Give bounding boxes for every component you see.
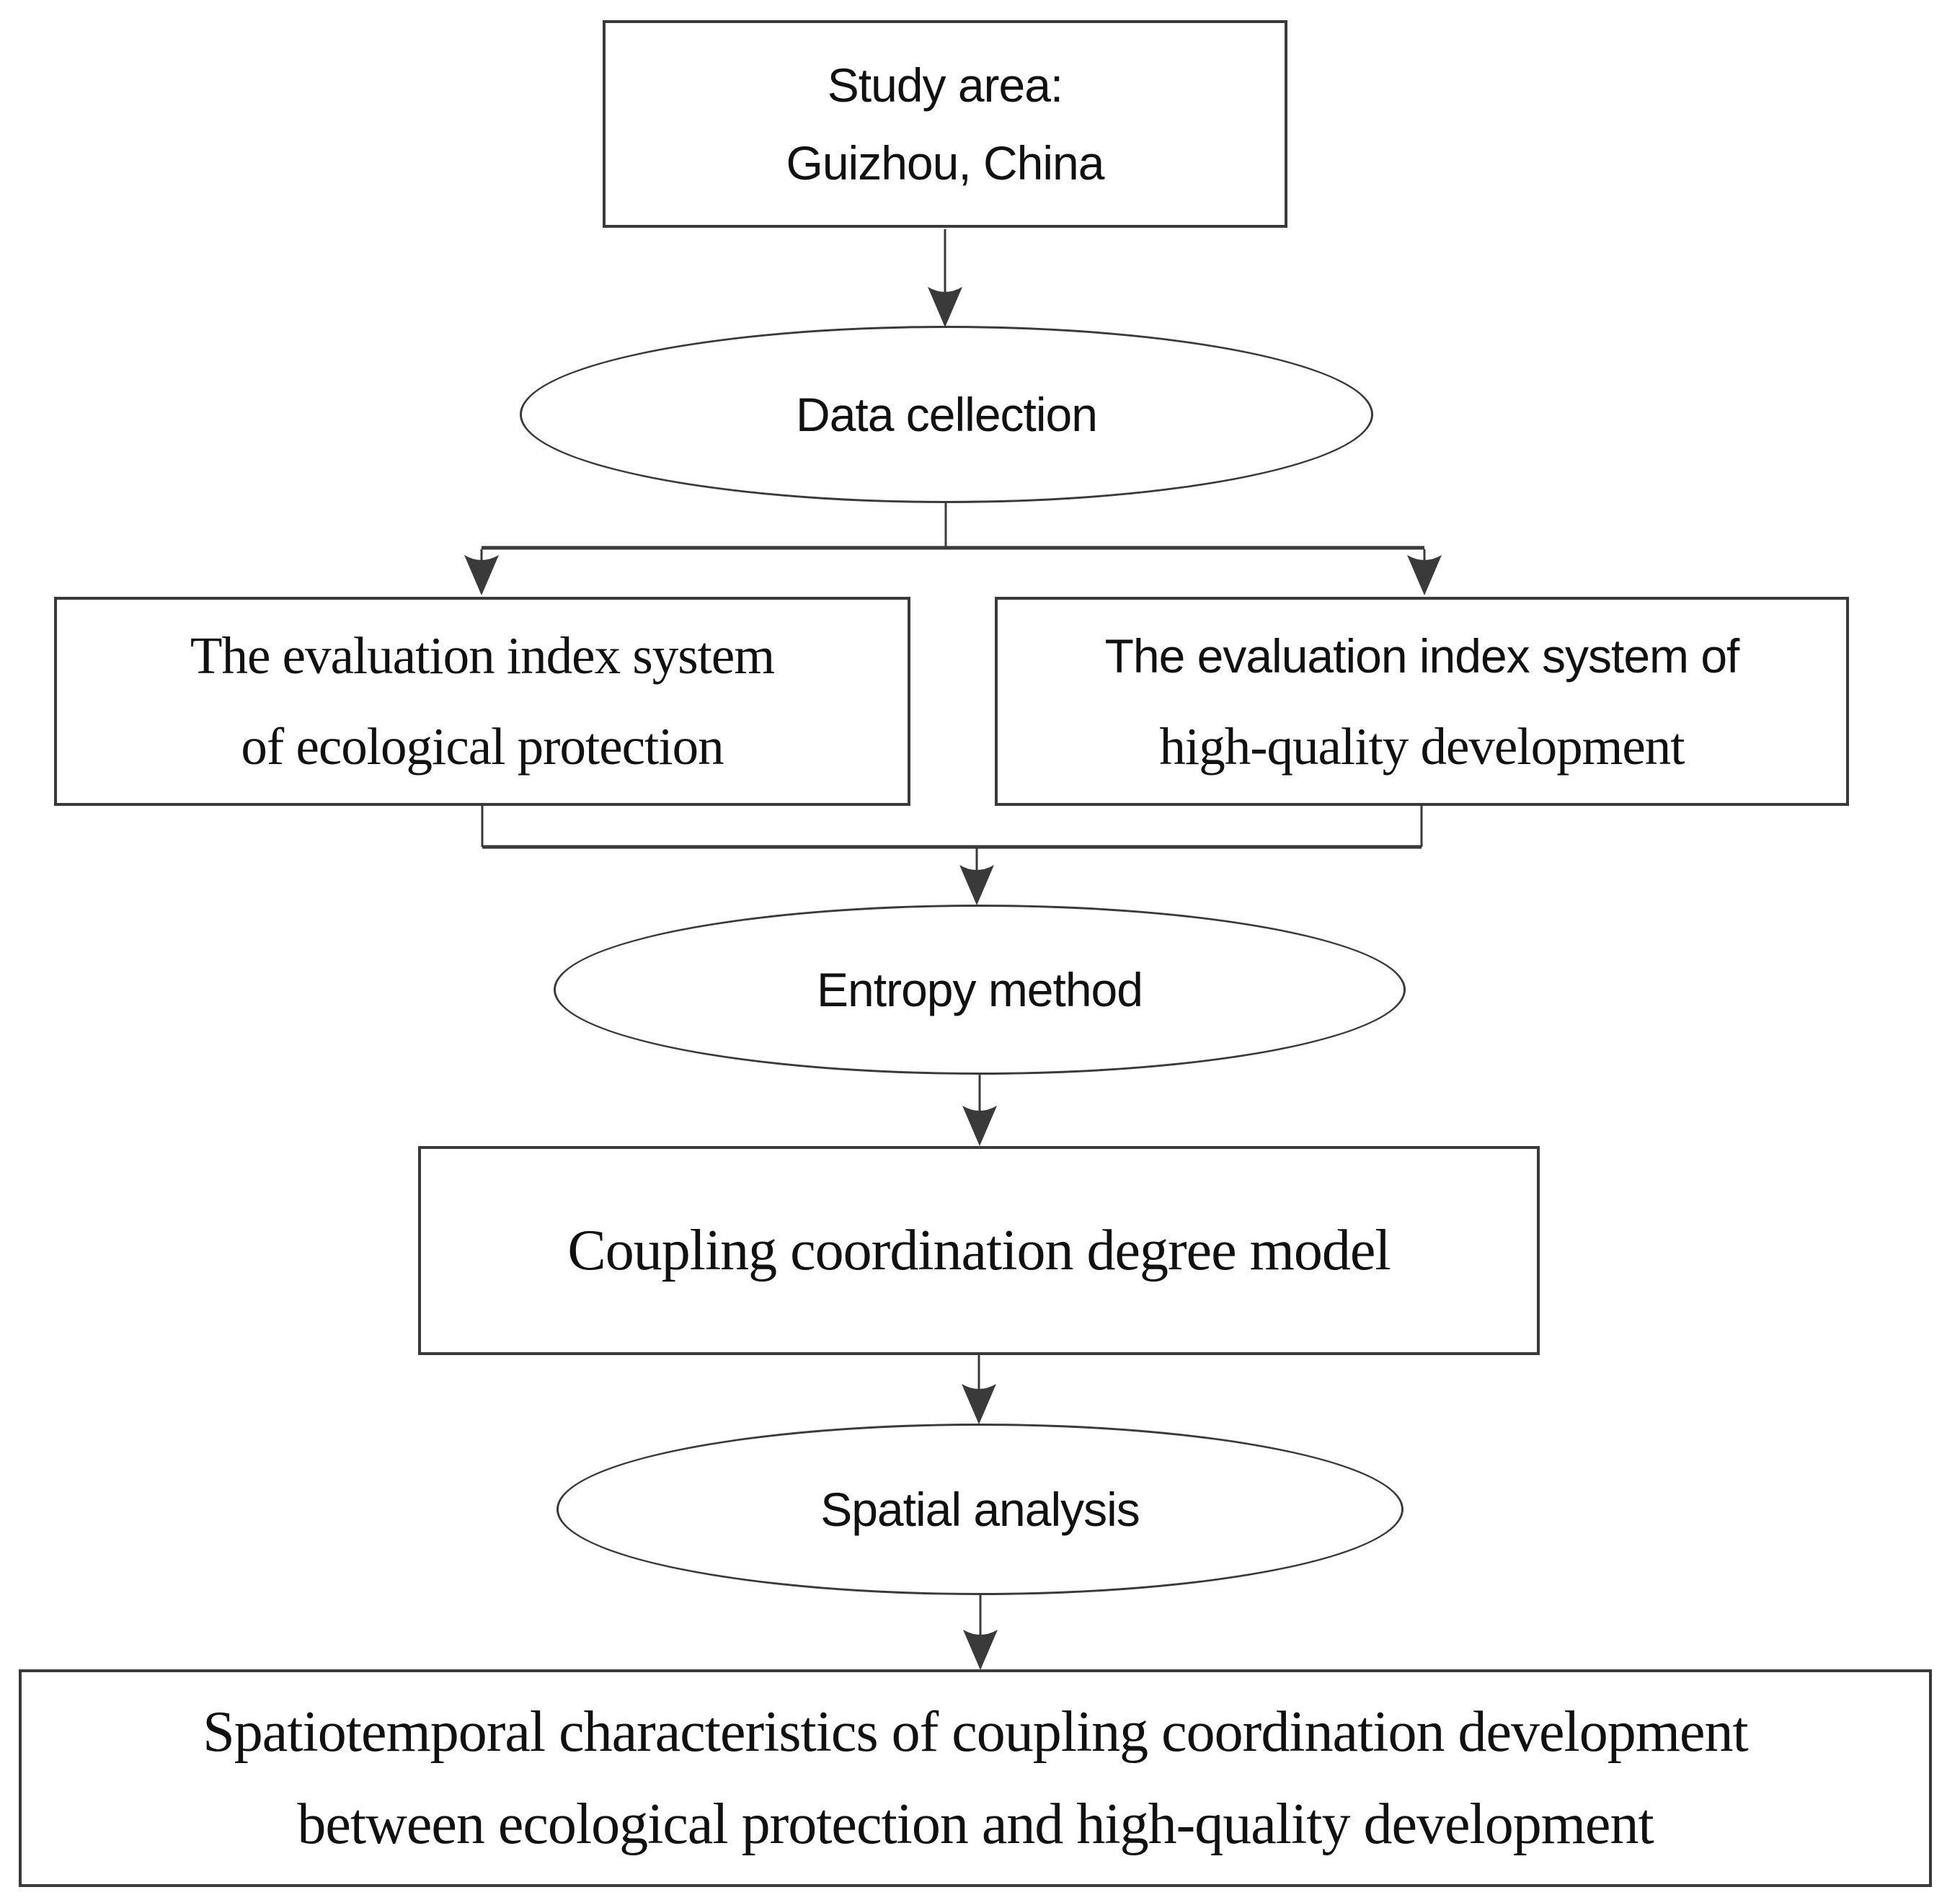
entropy-method-ellipse: Entropy method [554, 905, 1406, 1075]
coupling-model-label: Coupling coordination degree model [567, 1218, 1391, 1282]
arrow-spatial-to-outcome [963, 1594, 998, 1670]
outcome-box: Spatiotemporal characteristics of coupli… [19, 1669, 1932, 1887]
study-area-line1: Study area: [827, 58, 1064, 112]
arrow-split-to-eco-box [464, 549, 499, 595]
study-area-box: Study area: Guizhou, China [603, 20, 1287, 228]
connector-merge [481, 806, 1423, 849]
high-quality-index-line1: The evaluation index system of [1104, 629, 1740, 683]
arrow-merge-to-entropy [959, 848, 994, 905]
study-area-line2: Guizhou, China [786, 136, 1105, 190]
high-quality-index-box: The evaluation index system of high-qual… [995, 597, 1849, 806]
data-collection-label: Data cellection [796, 388, 1098, 441]
spatial-analysis-label: Spatial analysis [820, 1483, 1140, 1536]
outcome-line1: Spatiotemporal characteristics of coupli… [203, 1700, 1748, 1764]
ecological-index-line2: of ecological protection [241, 717, 724, 776]
outcome-line2: between ecological protection and high-q… [297, 1793, 1654, 1856]
arrow-study-to-data-collection [928, 229, 962, 327]
coupling-model-box: Coupling coordination degree model [418, 1146, 1540, 1355]
high-quality-index-line2: high-quality development [1159, 717, 1685, 776]
arrow-split-to-hq-box [1407, 549, 1442, 595]
entropy-method-label: Entropy method [817, 963, 1143, 1016]
ecological-index-box: The evaluation index system of ecologica… [54, 597, 910, 806]
arrow-coupling-to-spatial [962, 1354, 996, 1424]
data-collection-ellipse: Data cellection [520, 326, 1373, 503]
connector-split [482, 502, 1424, 550]
arrow-entropy-to-coupling [962, 1074, 997, 1146]
ecological-index-line1: The evaluation index system [190, 626, 775, 685]
spatial-analysis-ellipse: Spatial analysis [556, 1424, 1404, 1595]
